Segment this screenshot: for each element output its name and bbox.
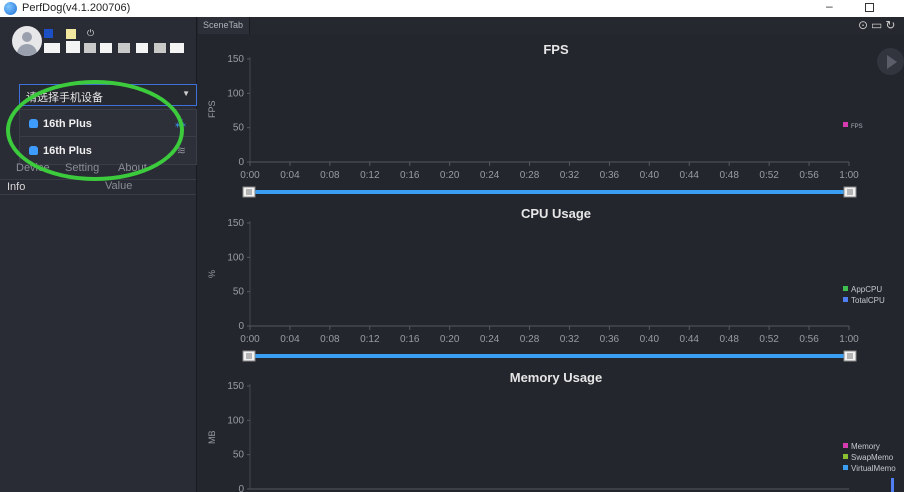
legend-item[interactable]: SwapMemo — [843, 452, 896, 463]
x-tick-label: 0:40 — [640, 170, 660, 181]
x-tick-label: 0:52 — [759, 334, 779, 345]
maximize-button[interactable] — [865, 3, 874, 12]
y-tick-label: 0 — [238, 157, 244, 168]
y-tick-label: 100 — [227, 252, 244, 263]
y-tick-label: 50 — [233, 123, 245, 134]
x-tick-label: 0:44 — [680, 170, 700, 181]
x-tick-label: 0:36 — [600, 334, 620, 345]
y-tick-label: 100 — [227, 415, 244, 426]
x-tick-label: 0:48 — [719, 170, 739, 181]
legend-label: SwapMemo — [851, 453, 894, 462]
cpu-plot: 150 100 50 0 0:00 0:04 0:08 0:12 0:16 0:20 0:24 0:2… — [227, 218, 859, 362]
legend-swatch — [843, 286, 848, 291]
y-tick-label: 150 — [227, 381, 244, 392]
legend-item[interactable]: AppCPU — [843, 284, 885, 295]
x-tick-label: 0:16 — [400, 334, 420, 345]
chevron-down-icon: ▼ — [182, 89, 190, 98]
x-tick-label: 0:44 — [680, 334, 700, 345]
x-tick-label: 0:20 — [440, 170, 460, 181]
redacted-username — [44, 29, 199, 57]
timeline-bar — [246, 354, 853, 358]
legend-label: FPS — [851, 124, 863, 130]
toolbar-icons[interactable]: ⊙▭↻ — [858, 18, 899, 32]
legend-item[interactable]: FPS — [843, 120, 863, 133]
y-tick-label: 0 — [238, 484, 244, 492]
x-tick-label: 0:48 — [719, 334, 739, 345]
legend-label: VirtualMemo — [851, 464, 896, 473]
x-tick-label: 0:28 — [520, 170, 540, 181]
power-icon[interactable]: ⏻ — [87, 28, 95, 38]
legend-label: Memory — [851, 442, 880, 451]
x-tick-label: 0:20 — [440, 334, 460, 345]
play-button[interactable] — [877, 48, 904, 75]
top-tab-bar — [250, 17, 904, 34]
x-tick-label: 0:56 — [799, 334, 819, 345]
x-tick-label: 0:40 — [640, 334, 660, 345]
legend-swatch — [843, 454, 848, 459]
x-tick-label: 0:32 — [560, 170, 580, 181]
info-table-header: Info Value — [0, 179, 196, 195]
x-tick-label: 0:08 — [320, 170, 340, 181]
legend-swatch — [843, 443, 848, 448]
green-annotation-ring — [6, 80, 184, 181]
fps-legend: FPS — [843, 120, 863, 133]
x-tick-label: 0:00 — [240, 170, 260, 181]
x-tick-label: 0:56 — [799, 170, 819, 181]
x-tick-label: 1:00 — [839, 170, 859, 181]
minimize-button[interactable]: – — [826, 0, 833, 13]
x-tick-label: 0:24 — [480, 170, 500, 181]
y-tick-label: 50 — [233, 287, 245, 298]
value-column-header: Value — [105, 180, 133, 192]
x-tick-label: 0:28 — [520, 334, 540, 345]
x-tick-label: 0:12 — [360, 170, 380, 181]
chart-title: CPU Usage — [520, 206, 592, 221]
window-title: PerfDog(v4.1.200706) — [22, 2, 131, 14]
x-tick-label: 0:16 — [400, 170, 420, 181]
legend-label: AppCPU — [851, 285, 883, 294]
y-tick-label: 0 — [238, 321, 244, 332]
title-bar: PerfDog(v4.1.200706) – — [0, 0, 904, 17]
chart-title: FPS — [543, 42, 569, 57]
chart-title: Memory Usage — [509, 370, 603, 385]
cpu-legend: AppCPU TotalCPU — [843, 284, 885, 306]
x-tick-label: 0:04 — [280, 170, 300, 181]
y-tick-label: 100 — [227, 88, 244, 99]
scene-tab-label: SceneTab — [203, 20, 244, 30]
x-tick-label: 0:32 — [560, 334, 580, 345]
x-tick-label: 0:12 — [360, 334, 380, 345]
x-tick-label: 0:52 — [759, 170, 779, 181]
memory-plot: 150 100 50 0 — [227, 381, 849, 492]
y-tick-label: 150 — [227, 54, 244, 65]
legend-item[interactable]: VirtualMemo — [843, 463, 896, 474]
legend-item[interactable]: Memory — [843, 441, 896, 452]
y-tick-label: 50 — [233, 450, 245, 461]
y-tick-label: 150 — [227, 218, 244, 229]
legend-swatch — [843, 465, 848, 470]
x-tick-label: 1:00 — [839, 334, 859, 345]
x-tick-label: 0:00 — [240, 334, 260, 345]
perfdog-logo-icon — [4, 2, 17, 15]
fps-chart: FPS FPS 150 100 50 0 0:00 0:04 0:08 0:12 0:16 0:2… — [198, 34, 904, 199]
x-tick-label: 0:04 — [280, 334, 300, 345]
x-tick-label: 0:08 — [320, 334, 340, 345]
legend-item[interactable]: TotalCPU — [843, 295, 885, 306]
x-tick-label: 0:24 — [480, 334, 500, 345]
info-column-header: Info — [7, 181, 26, 193]
legend-label: TotalCPU — [851, 296, 885, 305]
timeline-bar — [246, 190, 853, 194]
tab-scenetab[interactable]: SceneTab — [198, 17, 250, 34]
legend-swatch — [843, 122, 848, 127]
legend-swatch — [843, 297, 848, 302]
scroll-indicator — [891, 478, 894, 492]
fps-plot: 150 100 50 0 0:00 0:04 0:08 0:12 0:16 0:20 0:24 0:2… — [227, 54, 859, 198]
avatar-icon[interactable] — [12, 26, 42, 56]
x-tick-label: 0:36 — [600, 170, 620, 181]
wifi-icon: ≋ — [176, 145, 186, 157]
